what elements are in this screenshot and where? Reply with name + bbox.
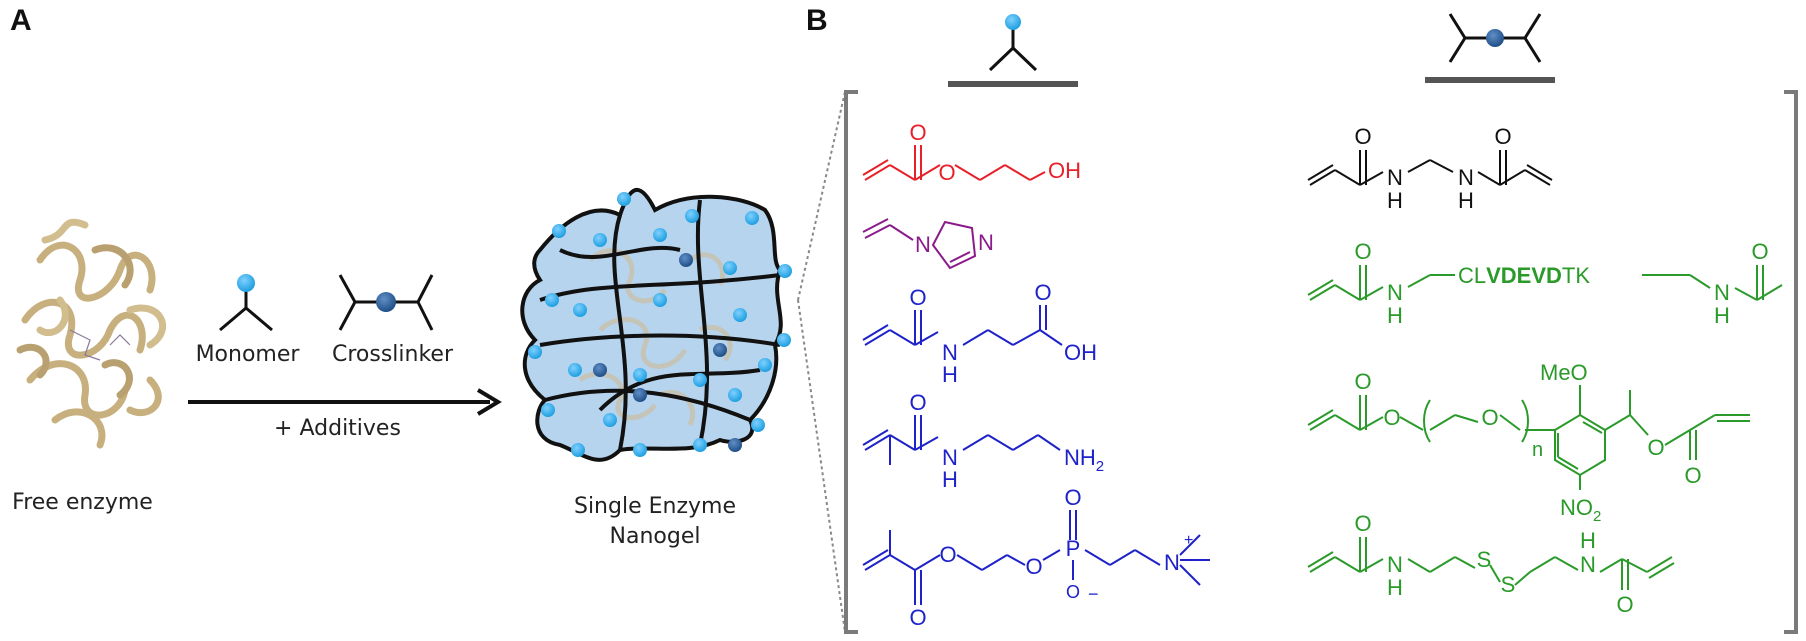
additives-label: + Additives — [274, 416, 401, 441]
nanogel-label-line2: Nanogel — [609, 524, 701, 549]
svg-text:N: N — [1387, 552, 1403, 577]
svg-text:CLVDEVDTK: CLVDEVDTK — [1458, 263, 1590, 288]
svg-text:S: S — [1501, 572, 1516, 597]
monomer-vinylimidazole-labels: N N — [915, 230, 994, 257]
svg-text:N: N — [1580, 552, 1596, 577]
svg-text:S: S — [1477, 547, 1492, 572]
monomer-mpc-structure — [862, 510, 1210, 605]
svg-text:O: O — [1354, 511, 1371, 536]
svg-text:O: O — [1494, 124, 1511, 149]
monomer-acrylamido-acid-structure — [862, 305, 1063, 346]
monomer-column-icon — [948, 14, 1078, 87]
monomer-hea-structure — [862, 145, 1046, 181]
svg-text:NO2: NO2 — [1560, 495, 1601, 525]
monomer-vinylimidazole-structure — [862, 218, 977, 270]
svg-text:O: O — [1481, 405, 1498, 430]
svg-text:N: N — [978, 230, 994, 255]
svg-text:N: N — [1714, 280, 1730, 305]
svg-text:O: O — [1647, 435, 1664, 460]
svg-text:NH2: NH2 — [1064, 445, 1104, 475]
svg-text:O: O — [909, 390, 926, 415]
left-bracket — [844, 90, 858, 634]
svg-text:N: N — [1387, 165, 1403, 190]
crosslinker-peptide-labels: O N H CLVDEVDTK O N H — [1354, 239, 1768, 328]
svg-text:OH: OH — [1048, 158, 1081, 183]
monomer-aminopropyl-labels: O N H NH2 — [909, 390, 1104, 492]
svg-text:H: H — [1387, 188, 1403, 213]
svg-text:H: H — [1580, 528, 1596, 553]
svg-text:O: O — [1025, 554, 1042, 579]
svg-text:N: N — [1164, 550, 1180, 575]
svg-text:N: N — [942, 340, 958, 365]
crosslinker-mba-labels: O O N H N H — [1354, 124, 1511, 213]
svg-text:O: O — [1751, 239, 1768, 264]
nanogel-label-line1: Single Enzyme — [573, 494, 736, 519]
svg-text:O: O — [1383, 405, 1400, 430]
reaction-arrow — [188, 388, 502, 416]
svg-text:P: P — [1066, 536, 1081, 561]
svg-text:H: H — [1458, 188, 1474, 213]
monomer-mpc-labels: O O O O P O − N + — [909, 485, 1193, 630]
svg-text:O: O — [1064, 485, 1081, 510]
monomer-acrylamido-acid-labels: O N H O OH — [909, 280, 1097, 387]
svg-text:n: n — [1532, 439, 1543, 461]
svg-text:O: O — [1616, 592, 1633, 617]
svg-text:N: N — [942, 445, 958, 470]
svg-text:O: O — [939, 542, 956, 567]
svg-text:O: O — [1354, 369, 1371, 394]
svg-text:H: H — [1387, 303, 1403, 328]
svg-text:O: O — [1684, 463, 1701, 488]
crosslinker-peptide-structure — [1307, 265, 1783, 301]
free-enzyme-detail — [69, 329, 131, 361]
svg-text:OH: OH — [1064, 340, 1097, 365]
svg-text:N: N — [1387, 280, 1403, 305]
svg-text:O: O — [1354, 124, 1371, 149]
right-bracket — [1784, 90, 1798, 634]
svg-text:O: O — [1354, 239, 1371, 264]
svg-text:−: − — [1088, 584, 1099, 604]
crosslinker-mba-structure — [1307, 150, 1553, 186]
svg-text:H: H — [942, 362, 958, 387]
svg-text:O: O — [1066, 582, 1080, 602]
monomer-aminopropyl-structure — [862, 415, 1061, 465]
monomer-label: Monomer — [195, 342, 300, 367]
crosslinker-nitrobenzyl-labels: O O O n MeO NO2 O O — [1354, 360, 1701, 525]
monomer-hea-labels: O O OH — [909, 120, 1081, 185]
crosslinker-disulfide-structure — [1307, 537, 1675, 590]
panel-a-label: A — [10, 4, 32, 37]
svg-text:MeO: MeO — [1540, 360, 1588, 385]
svg-text:H: H — [942, 467, 958, 492]
svg-text:H: H — [1714, 303, 1730, 328]
svg-text:N: N — [1458, 165, 1474, 190]
zoom-lines — [797, 91, 846, 633]
crosslinker-column-icon — [1425, 13, 1555, 83]
svg-text:N: N — [915, 232, 931, 257]
svg-text:O: O — [909, 285, 926, 310]
crosslinker-disulfide-labels: O N H S S H N O — [1354, 511, 1633, 617]
monomer-icon — [219, 274, 273, 332]
crosslinker-label: Crosslinker — [331, 342, 453, 367]
svg-text:O: O — [1034, 280, 1051, 305]
svg-text:O: O — [909, 120, 926, 145]
crosslinker-nitrobenzyl-structure — [1307, 385, 1750, 490]
svg-text:H: H — [1387, 575, 1403, 600]
crosslinker-icon — [338, 274, 434, 331]
free-enzyme-label: Free enzyme — [12, 490, 153, 515]
free-enzyme-image — [16, 218, 166, 449]
svg-text:O: O — [938, 160, 955, 185]
svg-text:+: + — [1184, 532, 1193, 549]
svg-text:O: O — [909, 605, 926, 630]
nanogel-image — [520, 187, 792, 462]
panel-b-label: B — [806, 4, 828, 37]
